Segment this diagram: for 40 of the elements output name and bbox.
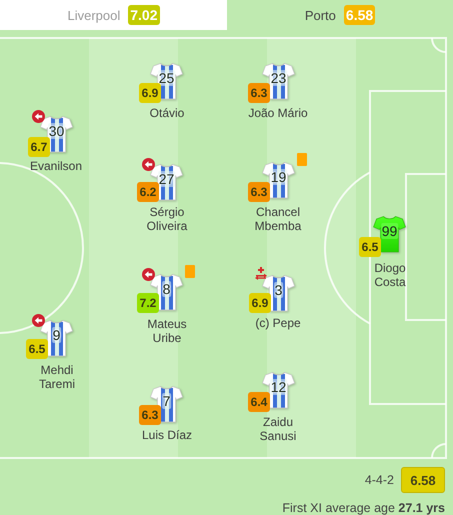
rating-badge: 6.58 [344, 5, 376, 25]
player-name: Evanilson [30, 159, 82, 173]
player-name: Zaidu Sanusi [260, 415, 296, 443]
rating-badge: 6.3 [139, 405, 161, 425]
shirt-number: 23 [270, 70, 288, 86]
rating-badge: 6.2 [137, 182, 159, 202]
team-tab [0, 0, 227, 30]
shirt-number: 7 [162, 393, 172, 409]
average-age-text: First XI average age 27.1 yrs [282, 501, 445, 515]
rating-badge: 6.9 [249, 293, 271, 313]
player-name: Sérgio Oliveira [146, 205, 188, 233]
shirt-number: 19 [270, 169, 288, 185]
formation-text: 4-4-2 [364, 473, 394, 488]
shirt-number: 3 [274, 282, 284, 298]
shirt-number: 30 [48, 123, 66, 139]
rating-badge: 7.02 [128, 5, 160, 25]
player-name: Mateus Uribe [147, 317, 187, 345]
shirt-number: 8 [162, 281, 172, 297]
rating-badge: 6.5 [359, 237, 381, 257]
player-name: Diogo Costa [374, 261, 406, 289]
player-name: (c) Pepe [255, 316, 301, 330]
team-name: Porto [304, 8, 336, 22]
player-name: Chancel Mbemba [254, 205, 302, 233]
shirt-number: 12 [270, 379, 288, 395]
shirt-number: 27 [158, 171, 176, 187]
rating-badge: 6.3 [248, 182, 270, 202]
shirt-number: 9 [52, 327, 62, 343]
team-name: Liverpool [67, 8, 120, 22]
player-name: Mehdi Taremi [39, 363, 75, 391]
player-name: Otávio [150, 106, 184, 120]
rating-badge: 6.3 [248, 83, 270, 103]
shirt-number: 99 [380, 223, 398, 239]
rating-badge: 6.5 [26, 339, 48, 359]
rating-badge: 6.9 [139, 83, 161, 103]
rating-badge: 6.58 [401, 467, 445, 493]
player-name: João Mário [248, 106, 308, 120]
rating-badge: 7.2 [137, 293, 159, 313]
player-name: Luis Díaz [142, 428, 192, 442]
rating-badge: 6.7 [28, 137, 50, 157]
rating-badge: 6.4 [248, 392, 270, 412]
